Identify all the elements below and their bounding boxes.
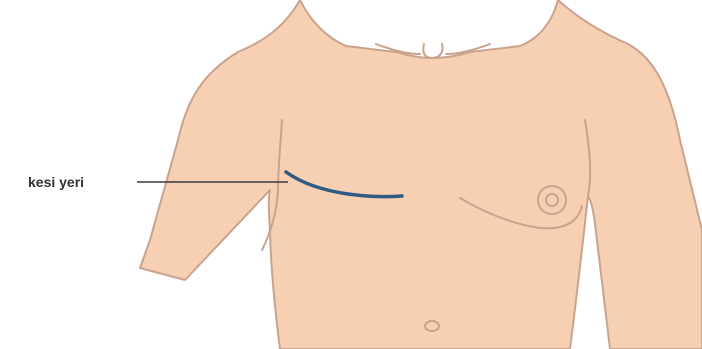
callout-label: kesi yeri	[28, 174, 84, 190]
